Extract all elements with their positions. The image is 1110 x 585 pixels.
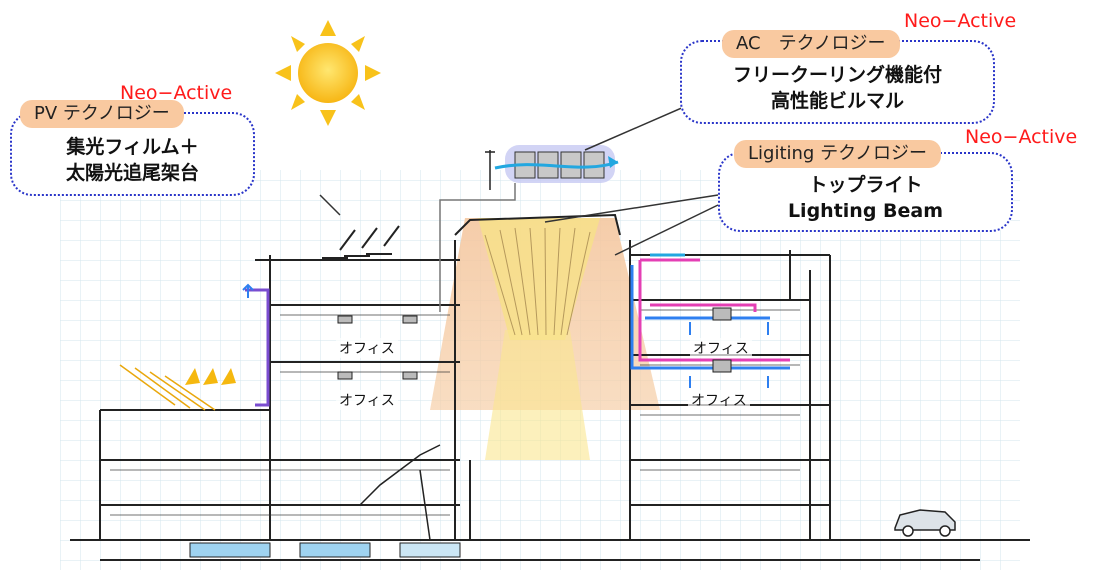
lighting-leader-2 [614,204,719,256]
sun-rays [119,364,216,411]
pv-line-2: 太陽光追尾架台 [65,162,199,184]
lighting-leader-1 [544,194,719,223]
room-label-left-upper: オフィス [336,338,398,358]
pv-leader [319,194,341,216]
lighting-tech-tag: Ligiting テクノロジー [734,140,941,168]
ac-tech-tag: AC テクノロジー [722,30,900,58]
room-label-right-lower: オフィス [688,390,750,410]
airflow-arrow [494,160,619,170]
car-icon [894,509,956,537]
water-pit [189,542,271,558]
supply-arrows [689,322,769,388]
pv-panels [322,225,400,259]
pv-neo-active-label: Neo−Active [120,82,233,104]
lighting-neo-active-label: Neo−Active [965,126,1078,148]
light-funnel [478,218,600,340]
water-pit [399,542,461,558]
ac-neo-active-label: Neo−Active [904,10,1017,32]
room-label-left-lower: オフィス [336,390,398,410]
indoor-units-left [337,315,418,380]
ac-line-1: フリークーリング機能付 [732,64,942,86]
stair [359,444,441,541]
pv-line-1: 集光フィルム＋ [66,136,199,158]
sun-icon [275,20,381,126]
lighting-line-1: トップライト [808,174,923,196]
pv-tech-tag: PV テクノロジー [20,100,184,128]
lighting-line-2: Lighting Beam [787,200,944,222]
water-pit [299,542,371,558]
indoor-units-right [712,307,732,373]
ac-line-2: 高性能ビルマル [770,90,904,112]
room-label-right-upper: オフィス [690,338,752,358]
reflected-arrows [185,368,236,385]
facade-duct [245,288,270,407]
duct-network [630,253,790,370]
